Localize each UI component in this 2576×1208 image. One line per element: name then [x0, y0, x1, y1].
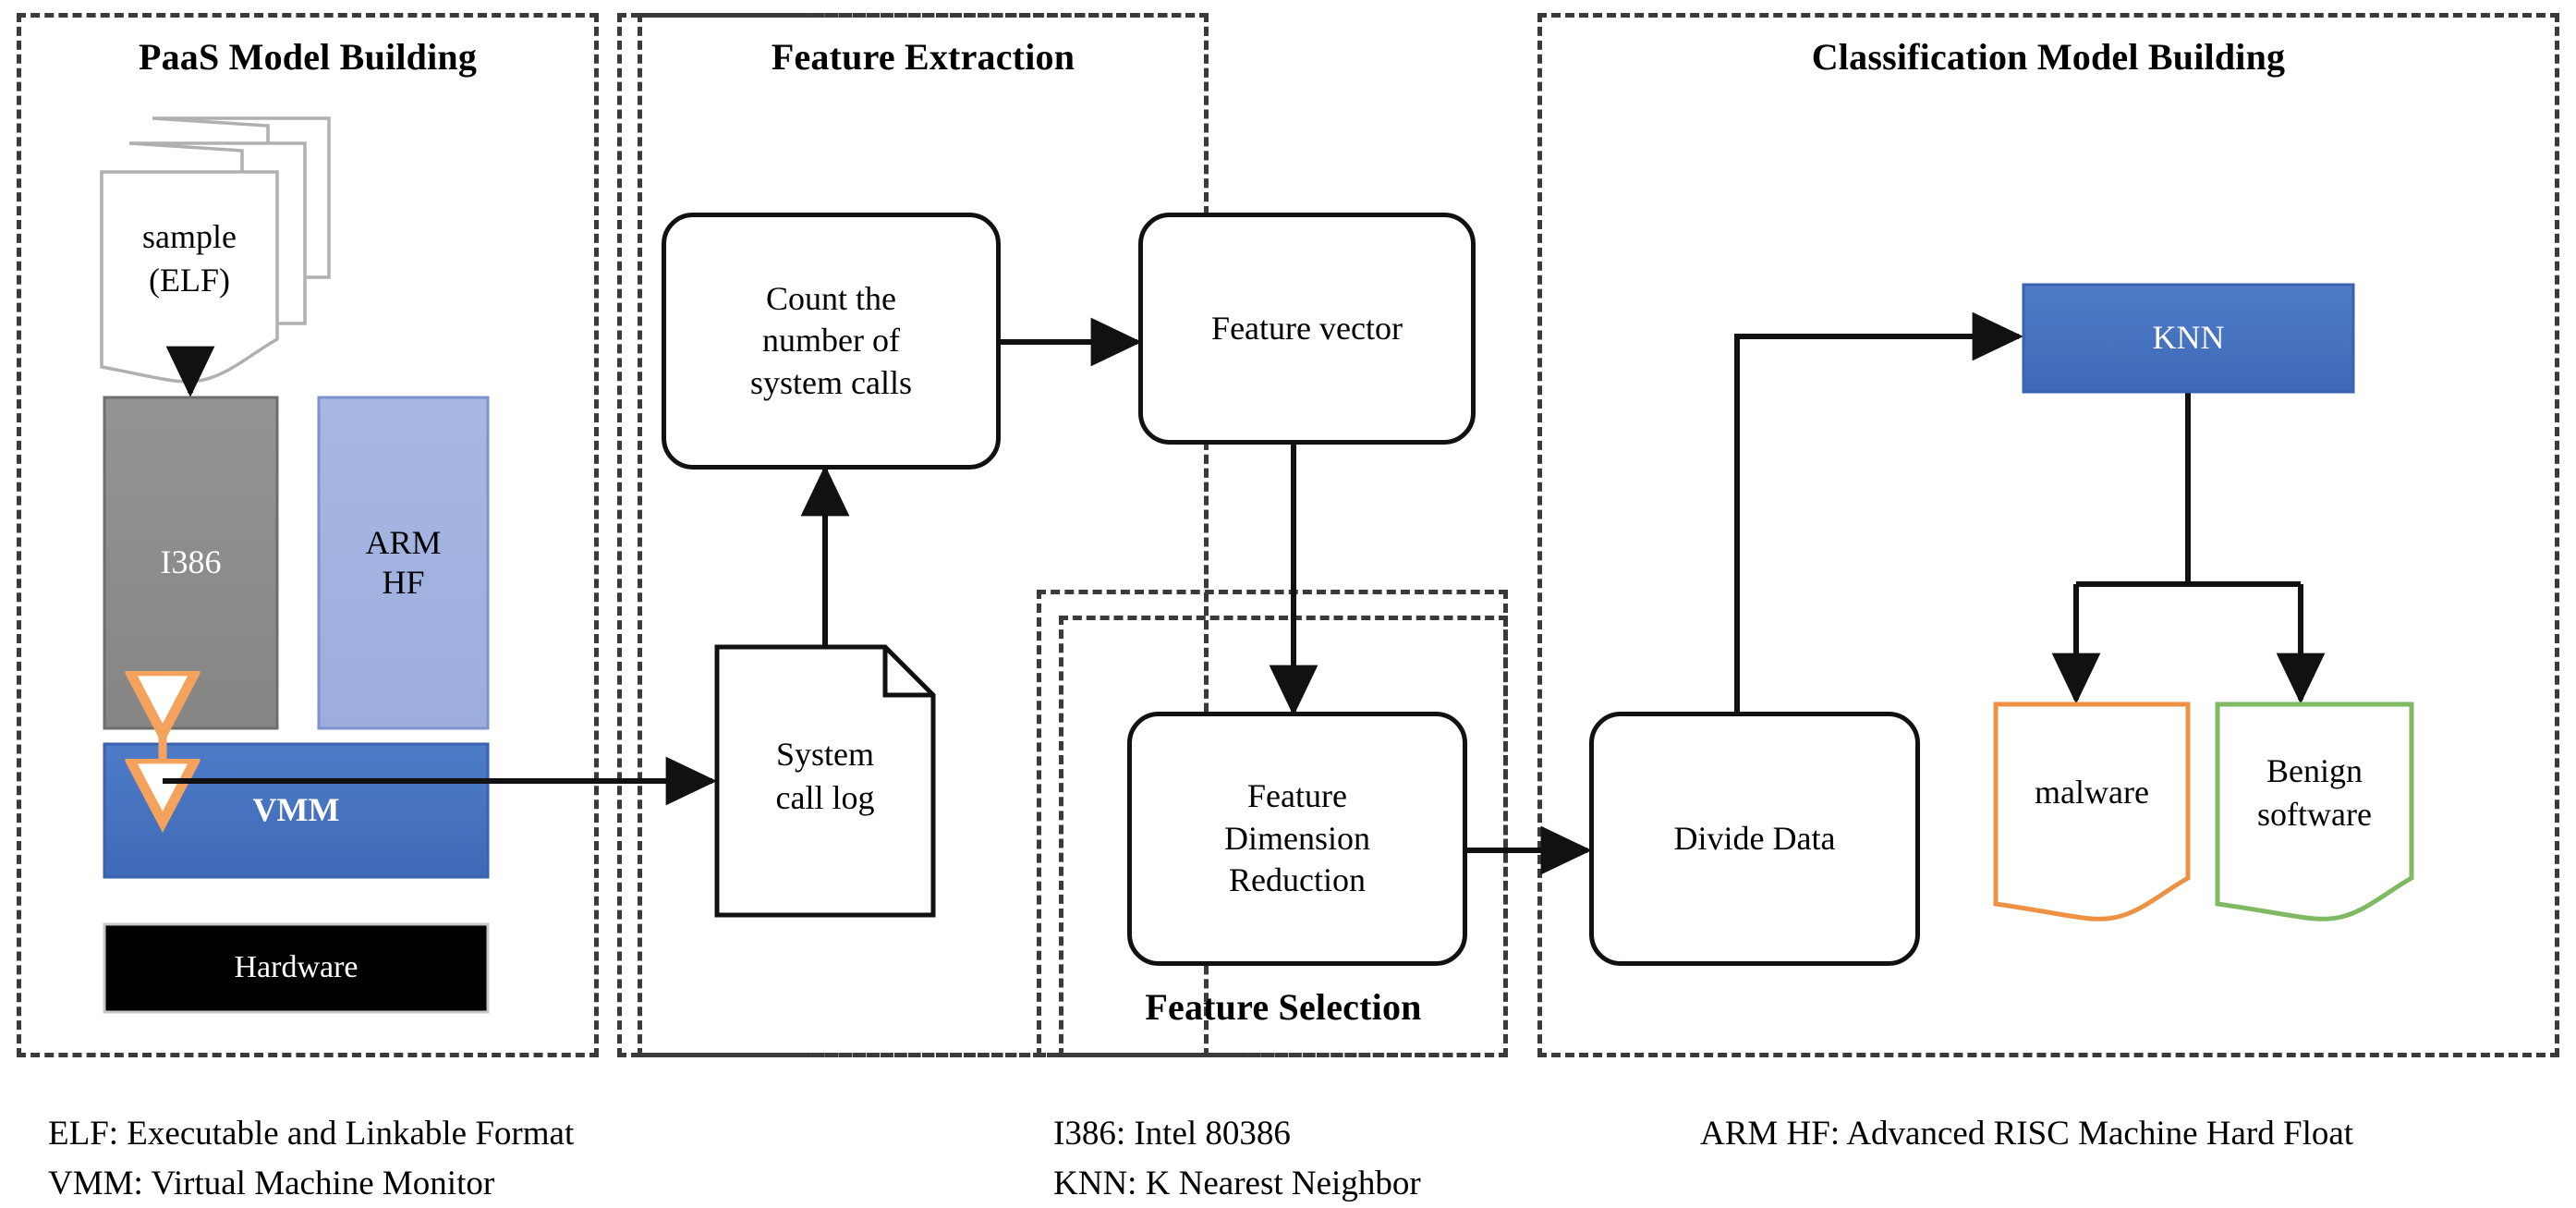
syscall-log-line1: System [775, 736, 874, 774]
hardware-block [103, 922, 490, 1014]
hardware-text: Hardware [234, 950, 358, 985]
syscall-log-line2: call log [775, 779, 875, 816]
sample-elf-line2: (ELF) [149, 262, 230, 299]
process-divide-data: Divide Data [1589, 712, 1920, 966]
legend-item: KNN: K Nearest Neighbor [1053, 1164, 1421, 1202]
legend-item: ELF: Executable and Linkable Format [48, 1115, 575, 1153]
process-count-system-calls: Count the number of system calls [662, 213, 1001, 470]
process-feature-vector: Feature vector [1138, 213, 1476, 445]
benign-line2: software [2257, 796, 2372, 833]
subsection-panel-feature-selection-inner [1059, 616, 1508, 1057]
hardware-label: Hardware [104, 924, 488, 1012]
legend-item: VMM: Virtual Machine Monitor [48, 1164, 495, 1202]
knn-block [2022, 283, 2355, 394]
i386-label: I386 [104, 397, 277, 728]
section-panel-classification [1537, 13, 2559, 1057]
benign-line1: Benign [2266, 752, 2363, 790]
legend-item: ARM HF: Advanced RISC Machine Hard Float [1700, 1115, 2354, 1153]
legend-column-3: ARM HF: Advanced RISC Machine Hard Float [1700, 1109, 2353, 1159]
sample-elf-line1: sample [142, 218, 237, 256]
arrow-divide-data-to-knn [1734, 311, 2023, 730]
section-panel-paas [17, 13, 599, 1057]
fdr-line2: Dimension [1224, 819, 1370, 857]
knn-text: KNN [2152, 319, 2225, 357]
fdr-line3: Reduction [1229, 861, 1366, 899]
fdr-line1: Feature [1247, 777, 1347, 815]
knn-label: KNN [2023, 285, 2353, 392]
section-panel-feature-extraction-inner [638, 13, 1209, 1057]
system-call-log-label: System call log [717, 712, 933, 841]
subsection-title-feature-selection: Feature Selection [1145, 986, 1422, 1028]
benign-software-label: Benign software [2218, 738, 2412, 848]
i386-text: I386 [160, 543, 222, 581]
vmm-text: VMM [252, 791, 340, 829]
sample-elf-label: sample (ELF) [102, 189, 277, 328]
benign-software-document [2215, 702, 2414, 921]
process-feature-dimension-reduction: Feature Dimension Reduction [1127, 712, 1467, 966]
arm-hf-line1: ARM [365, 523, 442, 561]
section-title-classification: Classification Model Building [1811, 36, 2286, 78]
malware-label: malware [1996, 750, 2188, 834]
section-title-paas: PaaS Model Building [138, 36, 478, 78]
arm-hf-line2: HF [382, 564, 425, 601]
divide-data-text: Divide Data [1673, 819, 1836, 857]
arm-hf-block [317, 396, 490, 730]
count-line3: system calls [750, 363, 912, 401]
sample-elf-document-stack [100, 116, 331, 384]
malware-text: malware [2035, 773, 2149, 811]
malware-document [1993, 702, 2191, 921]
connector-knn-split [2076, 392, 2301, 587]
legend-column-1: ELF: Executable and Linkable Format VMM:… [48, 1109, 574, 1208]
system-call-log-document [714, 644, 936, 918]
arm-hf-label: ARM HF [319, 397, 488, 728]
legend-column-2: I386: Intel 80386 KNN: K Nearest Neighbo… [1053, 1109, 1421, 1208]
section-title-feature-extraction: Feature Extraction [771, 36, 1075, 78]
count-line2: number of [762, 322, 900, 360]
legend-item: I386: Intel 80386 [1053, 1115, 1291, 1153]
count-line1: Count the [766, 279, 896, 317]
vmm-label: VMM [104, 744, 488, 877]
feature-vector-text: Feature vector [1211, 309, 1403, 347]
